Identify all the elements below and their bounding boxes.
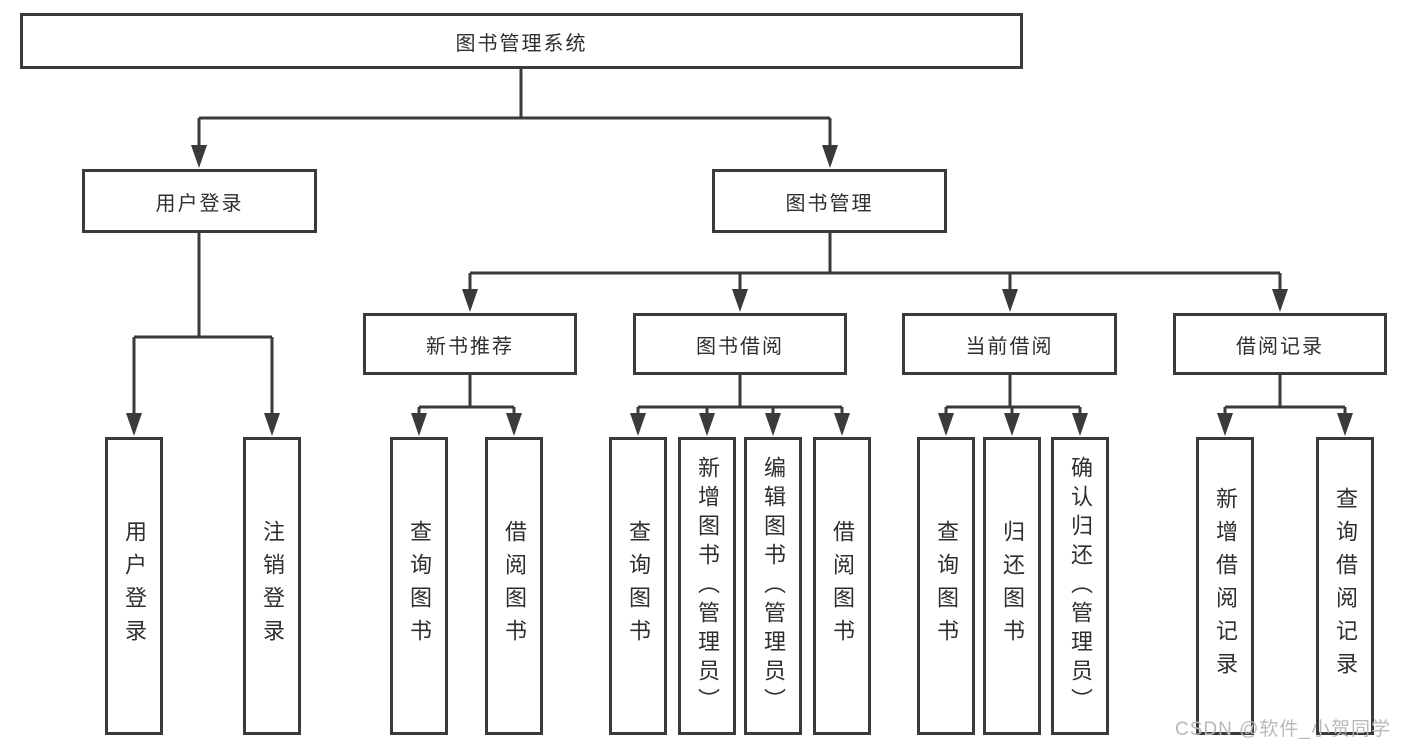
node-label: 新增图书（管理员） bbox=[695, 455, 720, 717]
node-label: 图书借阅 bbox=[696, 335, 784, 358]
node-current-borrow: 当前借阅 bbox=[902, 313, 1117, 375]
leaf-current-query-books: 查询图书 bbox=[917, 437, 975, 735]
node-label: 图书管理 bbox=[785, 192, 874, 215]
leaf-current-return-books: 归还图书 bbox=[983, 437, 1041, 735]
leaf-borrow-query-books: 查询图书 bbox=[609, 437, 667, 735]
node-label: 确认归还（管理员） bbox=[1068, 455, 1093, 717]
arrow-heads bbox=[126, 145, 1353, 436]
node-book-management: 图书管理 bbox=[712, 169, 947, 233]
node-label: 用户登录 bbox=[122, 520, 147, 652]
leaf-records-add-record: 新增借阅记录 bbox=[1196, 437, 1254, 735]
node-book-borrow: 图书借阅 bbox=[633, 313, 847, 375]
node-label: 借阅图书 bbox=[830, 520, 855, 652]
node-new-book-recommend: 新书推荐 bbox=[363, 313, 577, 375]
node-label: 新书推荐 bbox=[426, 335, 514, 358]
node-label: 用户登录 bbox=[155, 192, 244, 215]
leaf-user-login: 用户登录 bbox=[105, 437, 163, 735]
leaf-borrow-edit-books-admin: 编辑图书（管理员） bbox=[744, 437, 802, 735]
leaf-recommend-query-books: 查询图书 bbox=[390, 437, 448, 735]
node-label: 查询图书 bbox=[934, 520, 959, 652]
node-label: 查询借阅记录 bbox=[1333, 487, 1358, 685]
leaf-borrow-borrow-books: 借阅图书 bbox=[813, 437, 871, 735]
node-label: 借阅图书 bbox=[502, 520, 527, 652]
node-label: 注销登录 bbox=[260, 520, 285, 652]
node-label: 查询图书 bbox=[626, 520, 651, 652]
node-library-management-system: 图书管理系统 bbox=[20, 13, 1023, 69]
node-label: 新增借阅记录 bbox=[1213, 487, 1238, 685]
leaf-current-confirm-return-admin: 确认归还（管理员） bbox=[1051, 437, 1109, 735]
leaf-recommend-borrow-books: 借阅图书 bbox=[485, 437, 543, 735]
node-label: 借阅记录 bbox=[1236, 335, 1324, 358]
leaf-logout: 注销登录 bbox=[243, 437, 301, 735]
node-label: 查询图书 bbox=[407, 520, 432, 652]
node-label: 编辑图书（管理员） bbox=[761, 455, 786, 717]
node-label: 当前借阅 bbox=[965, 335, 1054, 358]
node-borrow-records: 借阅记录 bbox=[1173, 313, 1387, 375]
node-user-login-branch: 用户登录 bbox=[82, 169, 317, 233]
leaf-records-query-record: 查询借阅记录 bbox=[1316, 437, 1374, 735]
node-label: 归还图书 bbox=[1000, 520, 1025, 652]
node-label: 图书管理系统 bbox=[455, 32, 588, 55]
leaf-borrow-add-books-admin: 新增图书（管理员） bbox=[678, 437, 736, 735]
